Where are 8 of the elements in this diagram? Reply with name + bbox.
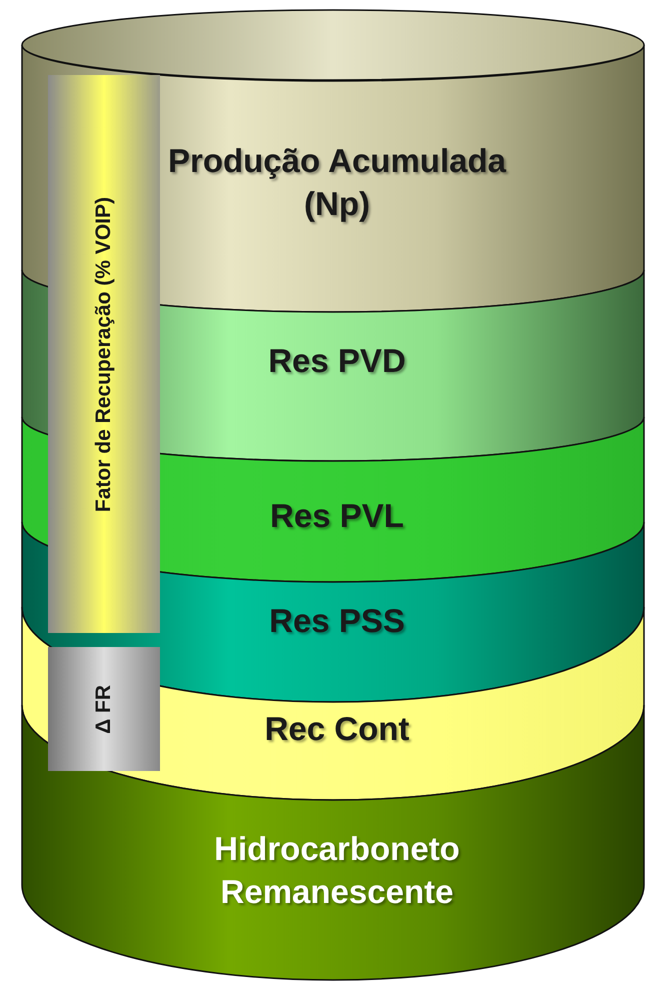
layer-label: Res PVD — [267, 341, 407, 381]
bar-label: Δ FR — [92, 684, 116, 734]
layer-label: Hidrocarboneto Remanescente — [213, 829, 461, 912]
layer-label: Rec Cont — [264, 709, 410, 749]
layer-label: Res PSS — [268, 601, 406, 641]
layer-label: Produção Acumulada (Np) — [166, 141, 508, 224]
bar-label: Fator de Recuperação (% VOIP) — [92, 196, 116, 512]
layer-label: Res PVL — [269, 496, 405, 536]
